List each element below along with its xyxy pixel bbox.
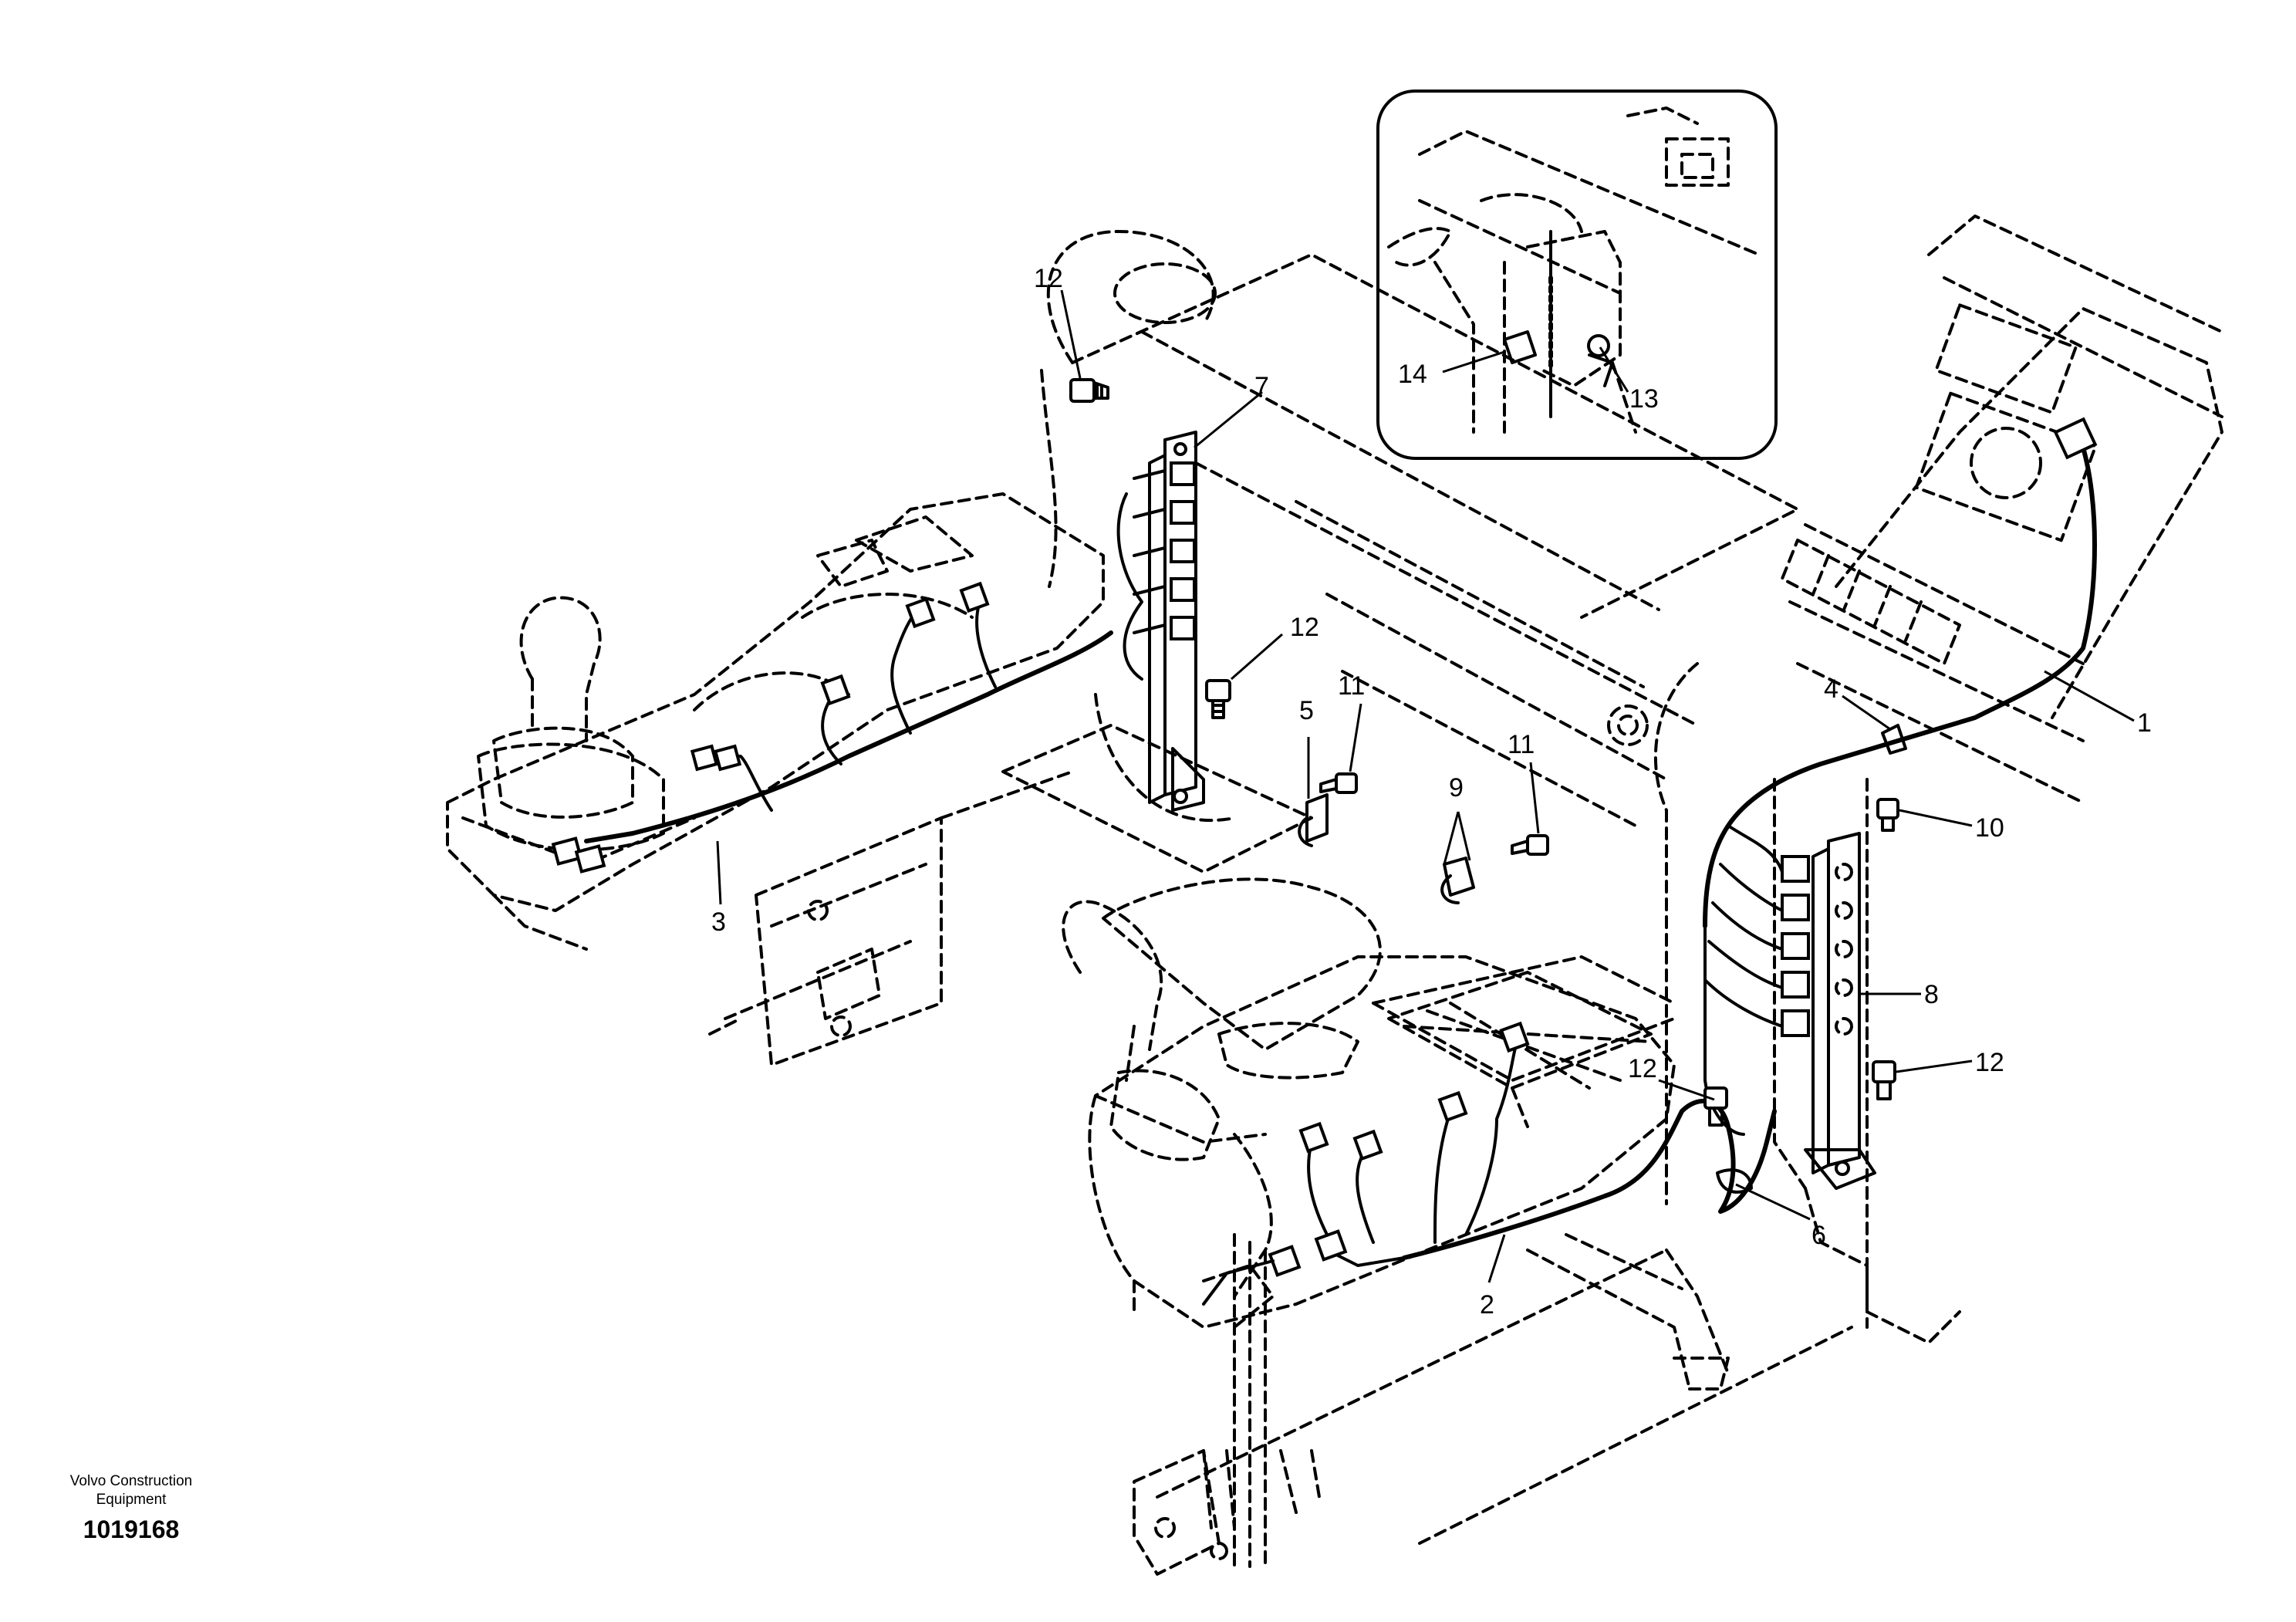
- manufacturer-name: Volvo Construction Equipment: [69, 1473, 193, 1508]
- right-control-console: [1062, 900, 1676, 1329]
- bolt-12-lower: [1703, 1086, 1728, 1127]
- callout-12-top: 12: [1034, 264, 1063, 293]
- clamp-6: [1716, 1168, 1753, 1194]
- callout-2: 2: [1480, 1290, 1494, 1320]
- bracket-7: [1116, 431, 1205, 812]
- callout-12-lower: 12: [1628, 1054, 1657, 1083]
- bolt-10: [1876, 798, 1899, 832]
- clamp-5: [1298, 793, 1329, 847]
- drawing-caption: Volvo Construction Equipment 1019168: [46, 1472, 216, 1544]
- callout-3: 3: [711, 907, 726, 937]
- wire-harness-3: [551, 581, 1113, 874]
- cab-structure-outline: [708, 215, 2223, 1576]
- wire-harness-1: [1703, 417, 2098, 1136]
- clamp-4: [1881, 724, 1907, 755]
- inset-detail-view: [1376, 90, 1778, 460]
- callout-11-right: 11: [1508, 730, 1535, 759]
- document-number: 1019168: [83, 1516, 180, 1543]
- clamp-9: [1440, 857, 1475, 904]
- bolt-11-left: [1319, 772, 1358, 794]
- bolt-12-right: [1872, 1060, 1896, 1100]
- bolt-12-mid: [1205, 679, 1231, 719]
- callout-5: 5: [1299, 696, 1314, 725]
- wire-harness-2: [1202, 1021, 1777, 1306]
- callout-12-right: 12: [1975, 1048, 2004, 1077]
- callout-8: 8: [1924, 980, 1939, 1009]
- bracket-8: [1781, 832, 1876, 1190]
- callout-14: 14: [1398, 360, 1427, 389]
- callout-12-mid: 12: [1290, 613, 1319, 642]
- callout-9: 9: [1449, 773, 1464, 803]
- callout-10: 10: [1975, 813, 2004, 843]
- leader-lines: [716, 289, 2135, 1283]
- callout-11-left: 11: [1338, 671, 1365, 701]
- callout-13: 13: [1629, 384, 1659, 414]
- callout-labels: 1 2 3 4 5 6 7 8 9 10 11 11 12 12 12 12 1…: [711, 264, 2152, 1320]
- callout-7: 7: [1254, 372, 1269, 401]
- callout-6: 6: [1811, 1221, 1826, 1250]
- bolt-11-right: [1511, 834, 1549, 856]
- callout-1: 1: [2137, 708, 2152, 738]
- bolt-12-top: [1069, 378, 1109, 403]
- callout-4: 4: [1824, 674, 1838, 704]
- left-control-console: [446, 492, 1105, 951]
